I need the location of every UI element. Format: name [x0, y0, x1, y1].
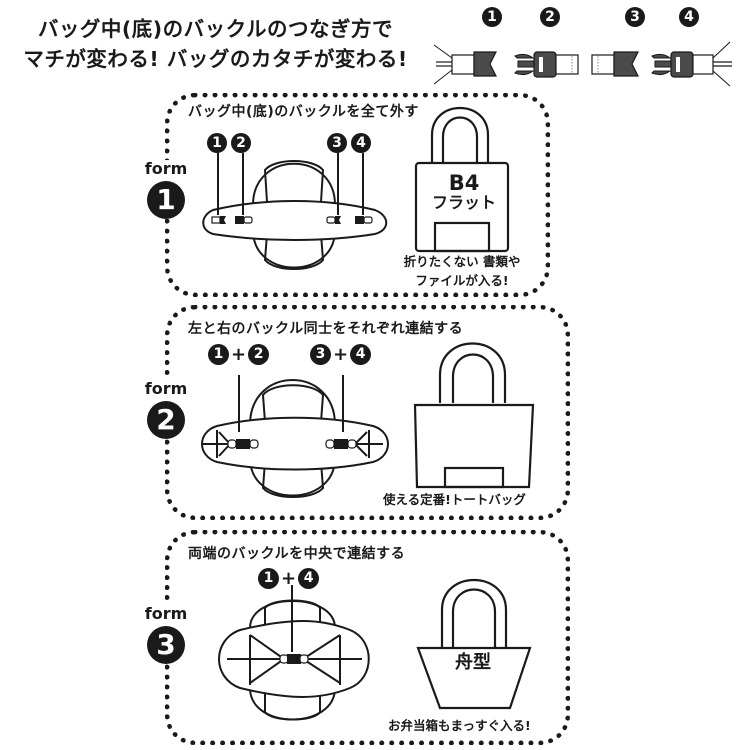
headline-line-1: バッグ中(底)のバックルのつなぎ方で — [37, 17, 394, 41]
form-1-instruction: バッグ中(底)のバックルを全て外す — [188, 104, 419, 120]
form-2-combo-right: 3 + 4 — [310, 344, 372, 365]
plus-sign: + — [231, 344, 247, 365]
headline: バッグ中(底)のバックルのつなぎ方で マチが変わる! バッグのカタチが変わる! — [8, 14, 423, 74]
form-3-combo: 1 + 4 — [258, 568, 320, 589]
buckle-marker-2: 2 — [231, 133, 251, 153]
form-number-badge: 2 — [147, 401, 185, 439]
form-1-bag-size: B4 — [448, 171, 480, 195]
buckle-legend-drawing — [433, 41, 732, 87]
form-2-label: form 2 — [136, 380, 196, 439]
buckle-marker: 3 — [310, 344, 331, 365]
form-3-label: form 3 — [136, 605, 196, 664]
female-buckle-icon — [591, 51, 639, 77]
plus-sign: + — [281, 568, 297, 589]
buckle-marker: 4 — [350, 344, 372, 365]
form-1-caption-line-2: ファイルが入る! — [415, 273, 509, 288]
male-buckle-icon — [514, 51, 579, 78]
buckle-marker: 4 — [298, 568, 320, 589]
plus-sign: + — [333, 344, 349, 365]
buckle-marker-1: 1 — [207, 133, 227, 153]
form-word: form — [144, 604, 188, 623]
buckle-marker: 1 — [208, 344, 229, 365]
form-3-bag-type: 舟型 — [455, 652, 491, 673]
legend-number-badge: 1 — [482, 7, 502, 27]
form-3-bag-top-view — [218, 585, 370, 721]
form-1-label: form 1 — [136, 160, 196, 219]
legend-number-badge: 3 — [625, 7, 645, 27]
buckle-marker-3: 3 — [327, 133, 347, 153]
buckle-marker: 2 — [248, 344, 270, 365]
legend-number-badge: 4 — [679, 7, 699, 27]
form-1-bag-top-view — [202, 153, 388, 270]
form-1-caption: 折りたくない 書類や ファイルが入る! — [402, 252, 522, 290]
form-3-boat-bag-icon — [416, 578, 532, 710]
form-word: form — [144, 159, 188, 178]
form-3-caption: お弁当箱もまっすぐ入る! — [388, 718, 531, 733]
legend-number-badge: 2 — [540, 7, 560, 27]
form-2-instruction: 左と右のバックル同士をそれぞれ連結する — [188, 321, 464, 337]
connected-buckle-icon — [279, 654, 309, 664]
connected-buckle-icon — [227, 439, 357, 449]
form-1-bag-type: フラット — [431, 193, 496, 212]
form-number-badge: 3 — [147, 626, 185, 664]
buckle-marker: 1 — [258, 568, 279, 589]
form-2-tote-bag-icon — [413, 342, 535, 489]
buckle-legend: 1 2 3 4 — [430, 0, 750, 95]
buckle-icon — [211, 216, 373, 224]
female-buckle-icon — [433, 44, 497, 85]
male-buckle-icon — [651, 41, 732, 87]
buckle-marker-4: 4 — [351, 133, 371, 153]
headline-line-2: マチが変わる! バッグのカタチが変わる! — [23, 47, 408, 71]
form-3-instruction: 両端のバックルを中央で連結する — [188, 546, 406, 562]
form-2-caption: 使える定番!トートバッグ — [383, 492, 526, 507]
form-word: form — [144, 379, 188, 398]
form-1-caption-line-1: 折りたくない 書類や — [403, 254, 521, 269]
form-2-bag-top-view — [201, 375, 389, 498]
form-1-flat-bag-icon — [414, 106, 510, 253]
form-number-badge: 1 — [147, 181, 185, 219]
form-2-combo-left: 1 + 2 — [208, 344, 270, 365]
